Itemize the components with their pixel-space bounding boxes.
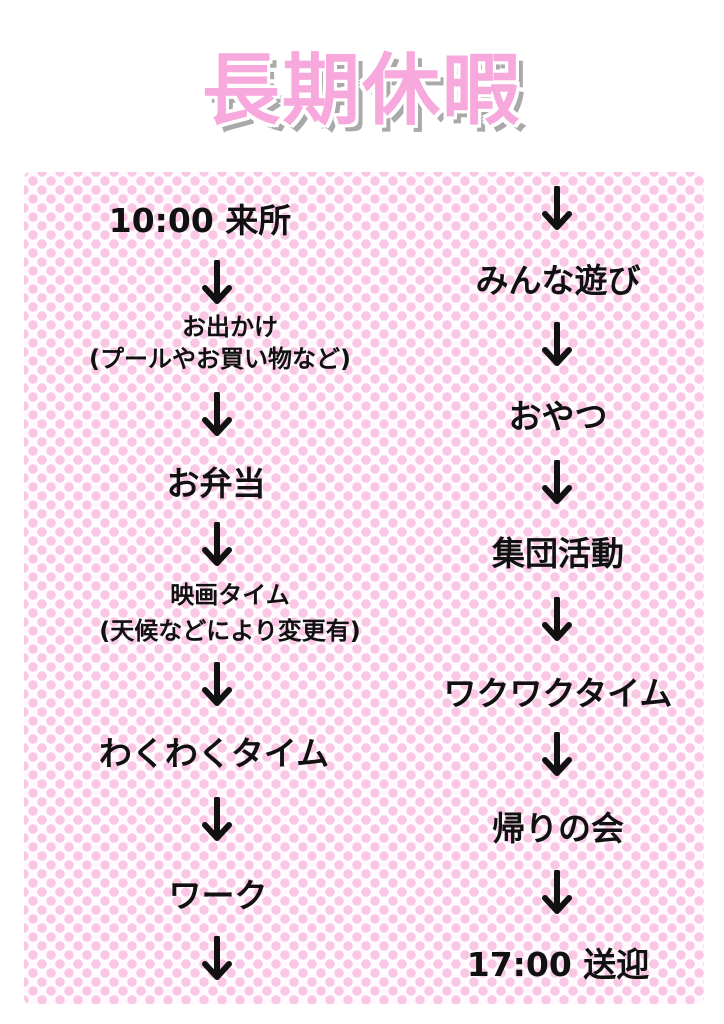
step-wakuwaku-time: わくわくタイム	[98, 734, 330, 773]
step-group-play: みんな遊び	[475, 261, 641, 300]
step-arrival: 10:00 来所	[108, 201, 292, 240]
step-group-activity: 集団活動	[492, 534, 624, 573]
step-lunch: お弁当	[166, 464, 266, 503]
step-outing: お出かけ	[182, 313, 278, 341]
step-pickup: 17:00 送迎	[466, 945, 650, 984]
down-arrow-icon	[542, 460, 572, 504]
down-arrow-icon	[202, 522, 232, 566]
down-arrow-icon	[542, 322, 572, 366]
down-arrow-icon	[202, 936, 232, 980]
down-arrow-icon	[202, 797, 232, 841]
schedule-panel: 10:00 来所 お出かけ (プールやお買い物など) お弁当 映画タイム (天候…	[24, 172, 704, 1004]
down-arrow-icon	[542, 186, 572, 230]
step-wakuwaku-katakana: ワクワクタイム	[443, 674, 673, 713]
down-arrow-icon	[202, 260, 232, 304]
down-arrow-icon	[542, 870, 572, 914]
step-movie-note: (天候などにより変更有)	[99, 617, 361, 645]
down-arrow-icon	[202, 392, 232, 436]
step-outing-note: (プールやお買い物など)	[89, 345, 351, 373]
down-arrow-icon	[542, 597, 572, 641]
down-arrow-icon	[202, 662, 232, 706]
step-closing-meeting: 帰りの会	[492, 809, 624, 848]
step-movie: 映画タイム	[170, 581, 290, 609]
page-title: 長期休暇	[201, 46, 522, 136]
down-arrow-icon	[542, 732, 572, 776]
step-snack: おやつ	[508, 397, 608, 436]
step-work: ワーク	[168, 876, 268, 915]
